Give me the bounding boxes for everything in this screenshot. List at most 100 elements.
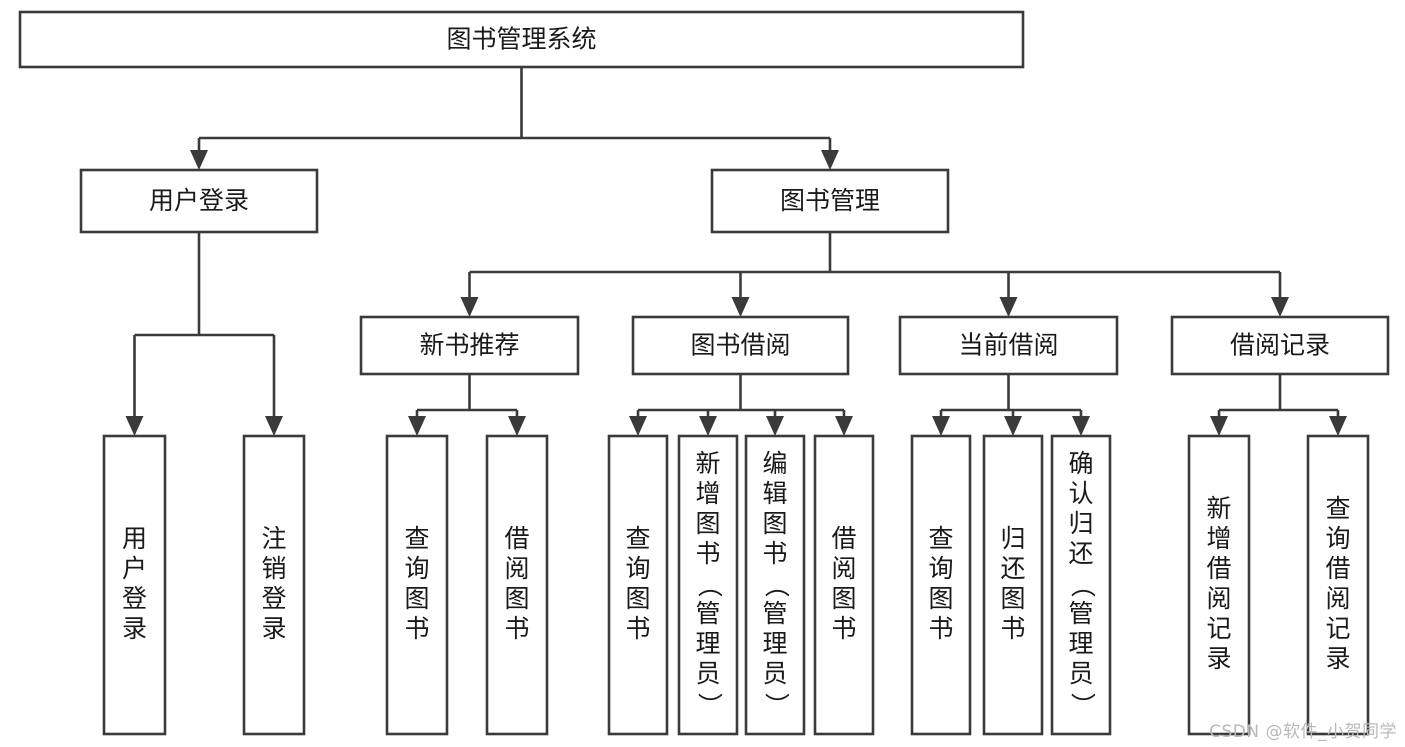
arrow-head-icon bbox=[932, 416, 950, 436]
node-label-char: 借 bbox=[831, 524, 856, 553]
node-label-char: 确 bbox=[1068, 449, 1093, 478]
node-box bbox=[385, 434, 449, 736]
node-label-char: 销 bbox=[261, 554, 286, 583]
node-box bbox=[744, 434, 806, 736]
node-label-char: 管 bbox=[1068, 599, 1093, 628]
node-label-char: 书 bbox=[504, 614, 529, 643]
node-label: 用户登录 bbox=[149, 186, 249, 215]
node-label-char: 增 bbox=[1206, 524, 1231, 553]
node-label-char: 询 bbox=[1325, 524, 1350, 553]
node-label-char: 新 bbox=[695, 449, 720, 478]
node-label-char: 认 bbox=[1068, 479, 1093, 508]
node-box bbox=[677, 434, 739, 736]
node-label-char: 登 bbox=[122, 584, 147, 613]
node-label-char: 理 bbox=[1068, 629, 1093, 658]
node-label-char: 注 bbox=[261, 524, 286, 553]
arrow-head-icon bbox=[265, 416, 283, 436]
node-label-char: 书 bbox=[695, 539, 720, 568]
node-level2-1[interactable]: 图书管理 bbox=[710, 168, 950, 234]
node-label-char: 借 bbox=[1325, 554, 1350, 583]
node-box bbox=[1306, 434, 1370, 736]
node-box bbox=[79, 168, 319, 234]
node-label-char: 阅 bbox=[504, 554, 529, 583]
node-box bbox=[910, 434, 972, 736]
node-box bbox=[242, 434, 306, 736]
arrow-head-icon bbox=[1004, 416, 1022, 436]
node-label-char: 管 bbox=[762, 599, 787, 628]
node-label-char: ） bbox=[762, 692, 791, 717]
node-label-char: 编 bbox=[762, 449, 787, 478]
node-label-char: 新 bbox=[1206, 494, 1231, 523]
arrow-head-icon bbox=[1072, 416, 1090, 436]
node-label-char: 阅 bbox=[1325, 584, 1350, 613]
node-leaf-0[interactable]: 用户登录 bbox=[102, 434, 167, 736]
arrow-head-icon bbox=[125, 416, 144, 436]
node-label-char: 增 bbox=[695, 479, 720, 508]
arrow-head-icon bbox=[190, 150, 208, 170]
nodes-layer: 图书管理系统用户登录图书管理新书推荐图书借阅当前借阅借阅记录用户登录注销登录查询… bbox=[18, 10, 1390, 736]
node-label-char: 归 bbox=[1000, 524, 1025, 553]
connector-lines-layer bbox=[125, 67, 1347, 436]
node-label-char: 阅 bbox=[831, 554, 856, 583]
node-root[interactable]: 图书管理系统 bbox=[18, 10, 1025, 69]
node-label-char: 书 bbox=[625, 614, 650, 643]
node-label-char: 图 bbox=[695, 509, 720, 538]
node-box bbox=[102, 434, 167, 736]
node-box bbox=[898, 315, 1119, 376]
node-box bbox=[18, 10, 1025, 69]
node-label-char: 录 bbox=[122, 614, 147, 643]
node-level3-1[interactable]: 图书借阅 bbox=[631, 315, 850, 376]
node-box bbox=[359, 315, 580, 376]
node-label: 图书管理系统 bbox=[446, 25, 596, 54]
node-label-char: 询 bbox=[625, 554, 650, 583]
arrow-head-icon bbox=[766, 416, 784, 436]
node-level3-0[interactable]: 新书推荐 bbox=[359, 315, 580, 376]
node-label-char: 还 bbox=[1000, 554, 1025, 583]
node-label-char: 图 bbox=[831, 584, 856, 613]
node-label-char: 书 bbox=[831, 614, 856, 643]
node-level3-2[interactable]: 当前借阅 bbox=[898, 315, 1119, 376]
node-label-char: 书 bbox=[762, 539, 787, 568]
node-label-char: 用 bbox=[122, 524, 147, 553]
arrow-head-icon bbox=[1329, 416, 1347, 436]
node-label-char: 录 bbox=[1325, 644, 1350, 673]
node-box bbox=[710, 168, 950, 234]
node-level3-3[interactable]: 借阅记录 bbox=[1170, 315, 1390, 376]
watermark-text: CSDN @软件_小贺同学 bbox=[1209, 722, 1397, 742]
node-box bbox=[1050, 434, 1112, 736]
node-label-char: 归 bbox=[1068, 509, 1093, 538]
node-label-char: 书 bbox=[404, 614, 429, 643]
node-label-char: 理 bbox=[762, 629, 787, 658]
node-label-char: 录 bbox=[261, 614, 286, 643]
arrow-head-icon bbox=[835, 416, 853, 436]
node-label: 当前借阅 bbox=[958, 331, 1058, 360]
node-label-char: 图 bbox=[928, 584, 953, 613]
node-label-char: 查 bbox=[928, 524, 953, 553]
node-label-char: 借 bbox=[1206, 554, 1231, 583]
node-level2-0[interactable]: 用户登录 bbox=[79, 168, 319, 234]
node-label: 图书借阅 bbox=[690, 331, 790, 360]
node-label-char: 图 bbox=[625, 584, 650, 613]
node-label-char: 员 bbox=[762, 659, 787, 688]
node-label-char: 管 bbox=[695, 599, 720, 628]
node-label-char: 记 bbox=[1206, 614, 1231, 643]
node-label-char: 图 bbox=[762, 509, 787, 538]
node-label: 新书推荐 bbox=[419, 331, 519, 360]
node-label-char: （ bbox=[1068, 572, 1097, 597]
node-label-char: 还 bbox=[1068, 539, 1093, 568]
arrow-head-icon bbox=[731, 297, 750, 317]
node-label-char: （ bbox=[762, 572, 791, 597]
